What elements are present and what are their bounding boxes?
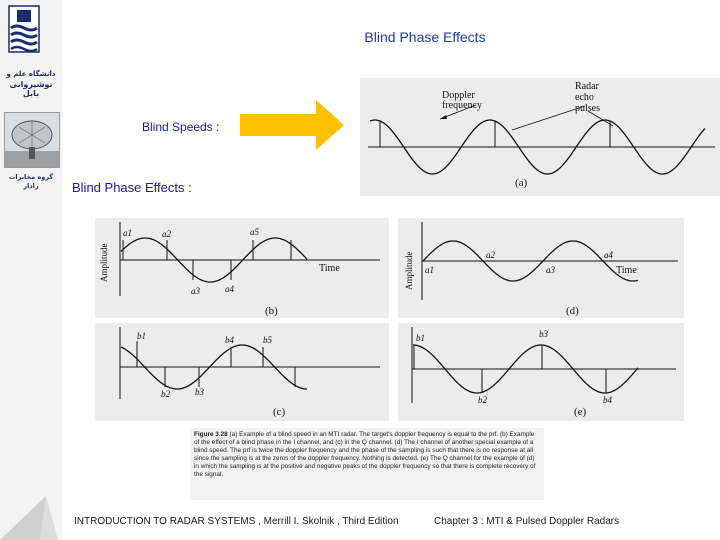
figure-e-panel: b1 b2 b3 b4 (e) (398, 323, 684, 421)
figure-e-b1: b1 (416, 333, 425, 343)
group-name: گروه مخابرات رادار (8, 173, 54, 190)
figure-c-b4: b4 (225, 335, 235, 345)
figure-d-panel-label: (d) (566, 305, 579, 317)
figure-b-panel-label: (b) (265, 305, 278, 317)
figure-b-a3: a3 (191, 286, 201, 296)
doppler-label-line2: frequency (442, 100, 482, 111)
university-logo-icon (8, 5, 40, 53)
university-subtitle: نوشیروانی بابل (9, 80, 53, 98)
figure-b-ylabel: Amplitude (99, 243, 109, 282)
figure-c-chart: b1 b2 b3 b4 b5 (c) (119, 327, 380, 418)
footer-reference: INTRODUCTION TO RADAR SYSTEMS , Merrill … (74, 516, 399, 527)
figure-b-a5: a5 (250, 227, 260, 237)
radar-label-line3: pulses (575, 103, 600, 114)
radar-label-line2: echo (575, 92, 594, 103)
figure-c-b1: b1 (137, 331, 146, 341)
figure-b-chart: Amplitude Time a1 a2 a3 a4 a5 (b) (99, 222, 380, 317)
right-arrow-icon (240, 100, 344, 150)
blind-speeds-label: Blind Speeds : (142, 120, 220, 134)
figure-b-a4: a4 (225, 284, 235, 294)
radar-dish-photo (4, 112, 60, 168)
figure-d-xlabel: Time (616, 265, 637, 276)
footer-chapter: Chapter 3 : MTI & Pulsed Doppler Radars (434, 516, 620, 527)
figure-e-b2: b2 (478, 395, 488, 405)
figure-c-b3: b3 (195, 387, 205, 397)
page-fold-decoration (0, 496, 58, 540)
figure-d-a1: a1 (425, 265, 434, 275)
figure-d-chart: Amplitude Time a1 a2 a3 a4 (d) (404, 222, 678, 317)
figure-b-a2: a2 (162, 229, 172, 239)
figure-b-a1: a1 (123, 228, 132, 238)
figure-a-panel-label: (a) (515, 177, 528, 189)
doppler-label-line1: Doppler (442, 90, 475, 101)
figure-number: Figure 3.28 (194, 431, 228, 438)
figure-d-a3: a3 (546, 265, 556, 275)
figure-d-ylabel: Amplitude (404, 251, 414, 290)
figure-d-a4: a4 (604, 250, 614, 260)
blind-phase-label: Blind Phase Effects : (72, 180, 192, 195)
figure-e-b3: b3 (539, 329, 549, 339)
figure-e-b4: b4 (603, 395, 613, 405)
figure-c-panel-label: (c) (273, 406, 286, 418)
university-name: دانشگاه علم و (6, 70, 56, 78)
slide-title: Blind Phase Effects (364, 29, 486, 45)
figure-d-a2: a2 (486, 250, 496, 260)
figure-e-panel-label: (e) (574, 406, 587, 418)
figure-c-b5: b5 (263, 335, 273, 345)
sidebar: دانشگاه علم و نوشیروانی بابل گروه مخابرا… (0, 0, 62, 540)
figure-b-panel: Amplitude Time a1 a2 a3 a4 a5 (b) (95, 218, 389, 318)
radar-dish-icon (5, 113, 59, 167)
figure-c-b2: b2 (161, 389, 171, 399)
figure-c-panel: b1 b2 b3 b4 b5 (c) (95, 323, 389, 421)
figure-e-chart: b1 b2 b3 b4 (e) (411, 327, 676, 418)
figure-a-chart: Doppler frequency Radar echo pulses (a) (368, 81, 715, 189)
figure-b-xlabel: Time (319, 263, 340, 274)
figure-caption: Figure 3.28 (a) Example of a blind speed… (190, 428, 544, 500)
figure-d-panel: Amplitude Time a1 a2 a3 a4 (d) (398, 218, 684, 318)
caption-text: (a) Example of a blind speed in an MTI r… (194, 431, 536, 478)
figure-a-panel: Doppler frequency Radar echo pulses (a) (360, 78, 720, 196)
radar-label-line1: Radar (575, 81, 600, 92)
